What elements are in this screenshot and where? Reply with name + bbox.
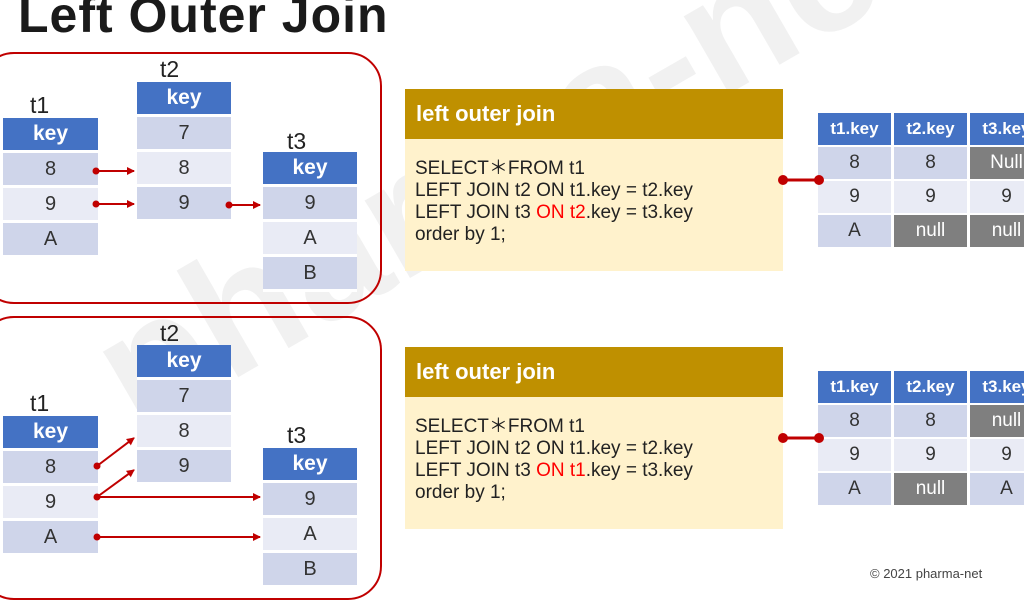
result-header: t1.key xyxy=(818,371,891,403)
table-row: 9 xyxy=(137,187,231,222)
table-row: A xyxy=(263,518,357,553)
table-header: key xyxy=(263,448,357,483)
result-cell: A xyxy=(818,215,891,247)
result-cell: A xyxy=(818,473,891,505)
result-cell: 9 xyxy=(818,439,891,471)
table-row: A xyxy=(3,223,98,258)
sql-join-condition-highlight: ON t2 xyxy=(536,202,586,223)
d2-t2-table: key 7 8 9 xyxy=(137,345,231,485)
d1-t3-table: key 9 A B xyxy=(263,152,357,292)
result-cell: 9 xyxy=(894,439,967,471)
d2-t1-table: key 8 9 A xyxy=(3,416,98,556)
diagram1-panel xyxy=(0,52,382,304)
d2-t2-label: t2 xyxy=(160,320,180,346)
result-header: t2.key xyxy=(894,371,967,403)
table-row: 9 xyxy=(3,188,98,223)
result-cell: 9 xyxy=(818,181,891,213)
d2-sql-to-result-connector xyxy=(778,433,824,443)
table-row: A xyxy=(3,521,98,556)
table-row: 9 xyxy=(137,450,231,485)
table-header: key xyxy=(137,345,231,380)
result-cell-null: null xyxy=(894,215,967,247)
join-arrows-layer xyxy=(92,167,824,541)
sql-line-4: order by 1; xyxy=(415,482,506,503)
d2-t1-label: t1 xyxy=(30,390,50,416)
d2-arrow-9-to-t2 xyxy=(93,469,135,501)
result-header: t3.key xyxy=(970,371,1024,403)
result-header: t3.key xyxy=(970,113,1024,145)
d1-t1-label: t1 xyxy=(30,92,50,118)
d1-t1-table: key 8 9 A xyxy=(3,118,98,258)
sql-line-3: LEFT JOIN t3 ON t2.key = t3.key xyxy=(405,202,783,224)
sql-line-3: LEFT JOIN t3 ON t1.key = t3.key xyxy=(405,460,783,482)
sql-line-1: SELECT＊FROM t1 xyxy=(415,158,585,179)
sql-line-4: order by 1; xyxy=(415,224,506,245)
d2-t3-label: t3 xyxy=(287,422,307,448)
d1-t2-label: t2 xyxy=(160,56,180,82)
d1-sql-to-result-connector xyxy=(778,175,824,185)
page-title: Left Outer Join xyxy=(18,0,389,43)
d1-result-table: t1.key t2.key t3.key 8 8 Null 9 9 9 A nu… xyxy=(818,113,1024,249)
d1-arrow-9-to-t2 xyxy=(92,200,135,208)
result-header: t1.key xyxy=(818,113,891,145)
table-row: 9 xyxy=(263,187,357,222)
result-cell-null: null xyxy=(970,405,1024,437)
table-row: A xyxy=(263,222,357,257)
table-row: B xyxy=(263,257,357,292)
result-cell: 8 xyxy=(894,405,967,437)
d2-arrow-8-to-t2 xyxy=(93,437,135,470)
d1-sql-box: left outer join SELECT＊FROM t1 LEFT JOIN… xyxy=(405,89,783,271)
table-row: 8 xyxy=(137,152,231,187)
sql-line-3-part-c: .key = t3.key xyxy=(585,202,693,223)
table-row: 8 xyxy=(3,451,98,486)
d2-arrow-A-to-t3 xyxy=(93,533,261,541)
d1-arrow-t2-9-to-t3 xyxy=(225,201,261,209)
table-header: key xyxy=(3,416,98,451)
d2-sql-box: left outer join SELECT＊FROM t1 LEFT JOIN… xyxy=(405,347,783,529)
table-header: key xyxy=(263,152,357,187)
d1-t2-table: key 7 8 9 xyxy=(137,82,231,222)
result-cell-null: null xyxy=(970,215,1024,247)
result-cell-null: null xyxy=(894,473,967,505)
result-cell: A xyxy=(970,473,1024,505)
sql-line-3-part-a: LEFT JOIN t3 xyxy=(415,202,537,223)
sql-line-1: SELECT＊FROM t1 xyxy=(415,416,585,437)
d1-arrow-8-to-t2 xyxy=(92,167,135,175)
table-row: 7 xyxy=(137,117,231,152)
result-cell: 9 xyxy=(970,439,1024,471)
sql-line-2: LEFT JOIN t2 ON t1.key = t2.key xyxy=(415,180,693,201)
result-cell: 8 xyxy=(894,147,967,179)
sql-heading: left outer join xyxy=(405,347,783,397)
sql-line-2: LEFT JOIN t2 ON t1.key = t2.key xyxy=(415,438,693,459)
d1-t3-label: t3 xyxy=(287,128,307,154)
result-cell: 8 xyxy=(818,147,891,179)
table-header: key xyxy=(137,82,231,117)
sql-line-3-part-a: LEFT JOIN t3 xyxy=(415,460,537,481)
sql-line-3-part-c: .key = t3.key xyxy=(585,460,693,481)
sql-heading: left outer join xyxy=(405,89,783,139)
table-row: 9 xyxy=(263,483,357,518)
sql-join-condition-highlight: ON t1 xyxy=(536,460,586,481)
result-header: t2.key xyxy=(894,113,967,145)
table-row: 7 xyxy=(137,380,231,415)
table-row: 9 xyxy=(3,486,98,521)
table-header: key xyxy=(3,118,98,153)
result-cell: 8 xyxy=(818,405,891,437)
table-row: 8 xyxy=(3,153,98,188)
table-row: 8 xyxy=(137,415,231,450)
result-cell: 9 xyxy=(894,181,967,213)
result-cell: 9 xyxy=(970,181,1024,213)
result-cell-null: Null xyxy=(970,147,1024,179)
d2-result-table: t1.key t2.key t3.key 8 8 null 9 9 9 A nu… xyxy=(818,371,1024,507)
